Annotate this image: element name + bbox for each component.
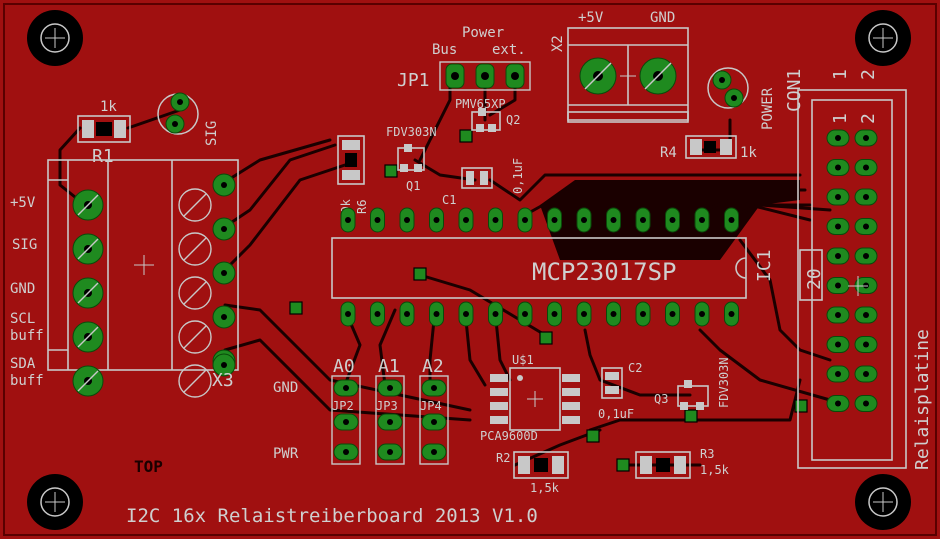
x3-sda-label: SDA <box>10 356 36 372</box>
x3-pads <box>72 173 236 398</box>
con1-pin1-label: 1 <box>830 69 851 80</box>
c1-label: C1 <box>442 193 456 207</box>
gnd-side-label: GND <box>273 380 298 396</box>
a0-label: A0 <box>333 356 355 377</box>
r3-value: 1,5k <box>700 463 730 477</box>
jp1-label: JP1 <box>397 70 430 91</box>
capacitor-c2 <box>601 367 623 399</box>
transistor-q2 <box>471 108 501 132</box>
jp3-label: JP3 <box>376 399 398 413</box>
a1-label: A1 <box>378 356 400 377</box>
terminal-x2 <box>567 27 689 123</box>
power-label: Power <box>462 25 504 41</box>
x3-sda-buff-label: buff <box>10 373 44 389</box>
con1-inner1-label: 1 <box>830 113 851 124</box>
r1-label: R1 <box>92 146 114 167</box>
c2-value: 0,1uF <box>598 407 634 421</box>
resistor-r1 <box>77 115 131 143</box>
vias <box>289 129 808 472</box>
r2-value: 1,5k <box>530 481 560 495</box>
pwr-side-label: PWR <box>273 446 299 462</box>
ic-pca9600 <box>490 367 580 431</box>
mounting-hole-top-right <box>855 10 911 66</box>
mounting-hole-bottom-right <box>855 474 911 530</box>
resistor-r3 <box>635 451 691 479</box>
con1-pin20-label: 20 <box>804 268 825 290</box>
x2-label: X2 <box>550 35 566 52</box>
x3-5v-label: +5V <box>10 195 36 211</box>
connector-con1 <box>797 89 907 469</box>
x3-scl-buff-label: buff <box>10 328 44 344</box>
con1-pads <box>826 129 878 412</box>
resistor-r6 <box>337 135 365 185</box>
mounting-hole-bottom-left <box>27 474 83 530</box>
c1-value: 0,1uF <box>511 158 525 194</box>
transistor-q1 <box>397 144 425 172</box>
pmv-label: PMV65XP <box>455 97 506 111</box>
power-led <box>707 67 749 109</box>
pca-label: PCA9600D <box>480 429 538 443</box>
x3-scl-label: SCL <box>10 311 35 327</box>
x3-sig-label: SIG <box>12 237 37 253</box>
address-jumpers <box>331 375 449 465</box>
transistor-q3 <box>677 380 709 410</box>
q1-label: Q1 <box>406 179 420 193</box>
x2-plus5v-label: +5V <box>578 10 604 26</box>
con1-inner2-label: 2 <box>858 113 879 124</box>
ext-label: ext. <box>492 42 526 58</box>
resistor-r2 <box>513 451 569 479</box>
r2-label: R2 <box>496 451 510 465</box>
jp2-label: JP2 <box>332 399 354 413</box>
r1-value: 1k <box>100 99 117 115</box>
q2-label: Q2 <box>506 113 520 127</box>
fdv-q3-label: FDV303N <box>717 357 731 408</box>
u1-label: U$1 <box>512 353 534 367</box>
a2-label: A2 <box>422 356 444 377</box>
x3-gnd-label: GND <box>10 281 35 297</box>
jumper-jp1 <box>439 61 531 91</box>
ic-name-label: MCP23017SP <box>532 258 677 286</box>
top-layer-label: TOP <box>134 457 163 476</box>
c2-label: C2 <box>628 361 642 375</box>
terminal-x3 <box>47 159 239 371</box>
con1-pin2-label: 2 <box>858 69 879 80</box>
board-title: I2C 16x Relaistreiberboard 2013 V1.0 <box>126 505 538 527</box>
relais-label: Relaisplatine <box>912 329 933 470</box>
ic1-label: IC1 <box>754 249 775 282</box>
x3-label: X3 <box>212 370 234 391</box>
mounting-hole-top-left <box>27 10 83 66</box>
r3-label: R3 <box>700 447 714 461</box>
ic-mcp23017 <box>331 237 747 299</box>
sig-led-label: SIG <box>204 121 220 146</box>
power-led-label: POWER <box>760 87 776 130</box>
fdv-q1-label: FDV303N <box>386 125 437 139</box>
r4-label: R4 <box>660 145 677 161</box>
traces <box>58 73 832 467</box>
x2-gnd-label: GND <box>650 10 675 26</box>
con1-label: CON1 <box>784 69 805 112</box>
capacitor-c1 <box>461 167 493 189</box>
bus-label: Bus <box>432 42 457 58</box>
ic-pads <box>340 207 739 327</box>
q3-label: Q3 <box>654 392 668 406</box>
r6-label: R6 <box>355 200 369 214</box>
sig-led <box>157 92 199 135</box>
resistor-r4 <box>685 135 737 159</box>
r4-value: 1k <box>740 145 757 161</box>
jp4-label: JP4 <box>420 399 442 413</box>
